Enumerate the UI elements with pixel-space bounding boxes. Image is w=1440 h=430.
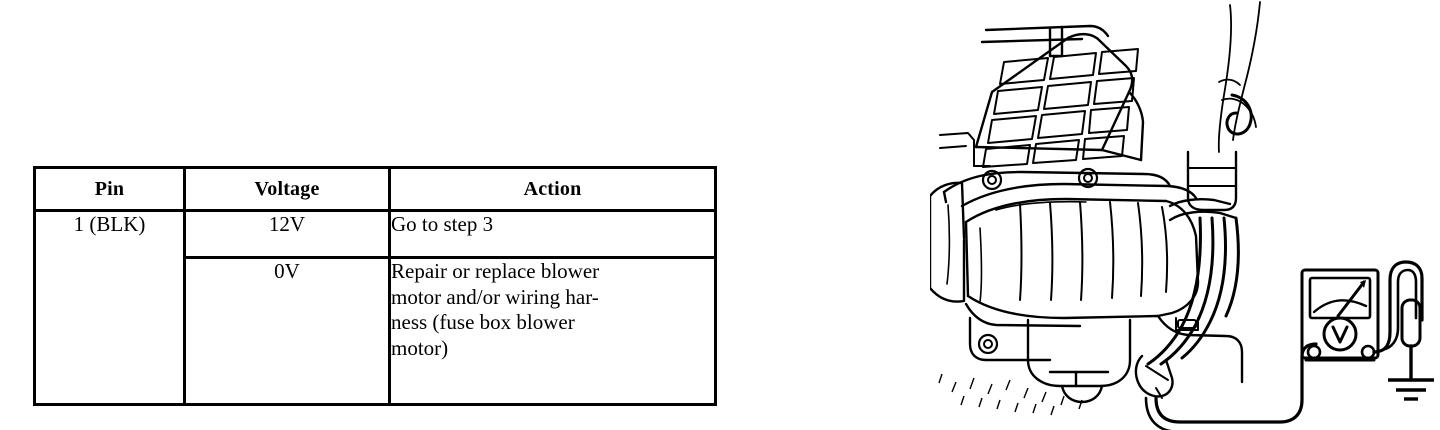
meter-terminal-positive: [1360, 344, 1376, 360]
diagnostic-table: Pin Voltage Action 1 (BLK) 12V Go to ste…: [33, 166, 717, 406]
electrical-connector: [1134, 354, 1174, 399]
cell-voltage-12v: 12V: [183, 209, 391, 259]
wiring-harness: [1146, 216, 1240, 366]
action-line: motor and/or wiring har-: [391, 284, 599, 309]
cell-action-goto-step3: Go to step 3: [388, 209, 717, 259]
action-line: Repair or replace blower: [391, 259, 600, 283]
shelf-bar: [939, 132, 991, 167]
table-row: 1 (BLK) 12V Go to step 3: [33, 209, 717, 406]
mounting-bolt: [981, 169, 1003, 191]
harness-clamp: [1168, 150, 1238, 222]
meter-terminal-negative: [1306, 344, 1322, 360]
table-row: 0V Repair or replace blower motor and/or…: [35, 256, 717, 406]
meter-needle: [1336, 280, 1366, 318]
mounting-bolt: [1077, 167, 1099, 189]
background-duct: [1217, 1, 1261, 153]
blower-motor-housing: [960, 182, 1200, 320]
left-housing-panel: [930, 181, 966, 303]
mounting-flange: [942, 167, 1172, 204]
ground-symbol: [1388, 378, 1434, 401]
diagnostic-table-container: Pin Voltage Action 1 (BLK) 12V Go to ste…: [33, 166, 717, 406]
mounting-bolt: [977, 333, 999, 355]
test-probe-assembly: [1372, 260, 1434, 401]
cell-pin: 1 (BLK): [33, 209, 186, 406]
ground-hatching: [938, 373, 1083, 416]
blower-motor-test-illustration: [930, 0, 1440, 430]
lower-bracket: [964, 302, 1132, 404]
meter-scale-arc: [1312, 299, 1368, 314]
action-line: motor): [391, 335, 449, 360]
action-line: ness (fuse box blower: [391, 310, 575, 335]
column-header-pin: Pin: [33, 166, 186, 212]
cell-voltage-0v: 0V: [183, 256, 391, 406]
table-header-row: Pin Voltage Action: [33, 166, 717, 212]
hook-wire: [1225, 93, 1253, 136]
analog-voltmeter: [1300, 268, 1380, 362]
column-header-voltage: Voltage: [183, 166, 391, 212]
voltmeter-v-symbol: [1322, 316, 1358, 352]
vent-grille-panel: [974, 24, 1145, 168]
test-lead-cable: [1144, 342, 1318, 430]
cell-action-repair-replace: Repair or replace blower motor and/or wi…: [388, 256, 717, 406]
column-header-action: Action: [388, 166, 717, 212]
connector-boss: [1156, 314, 1244, 384]
probe-handle: [1400, 298, 1422, 348]
